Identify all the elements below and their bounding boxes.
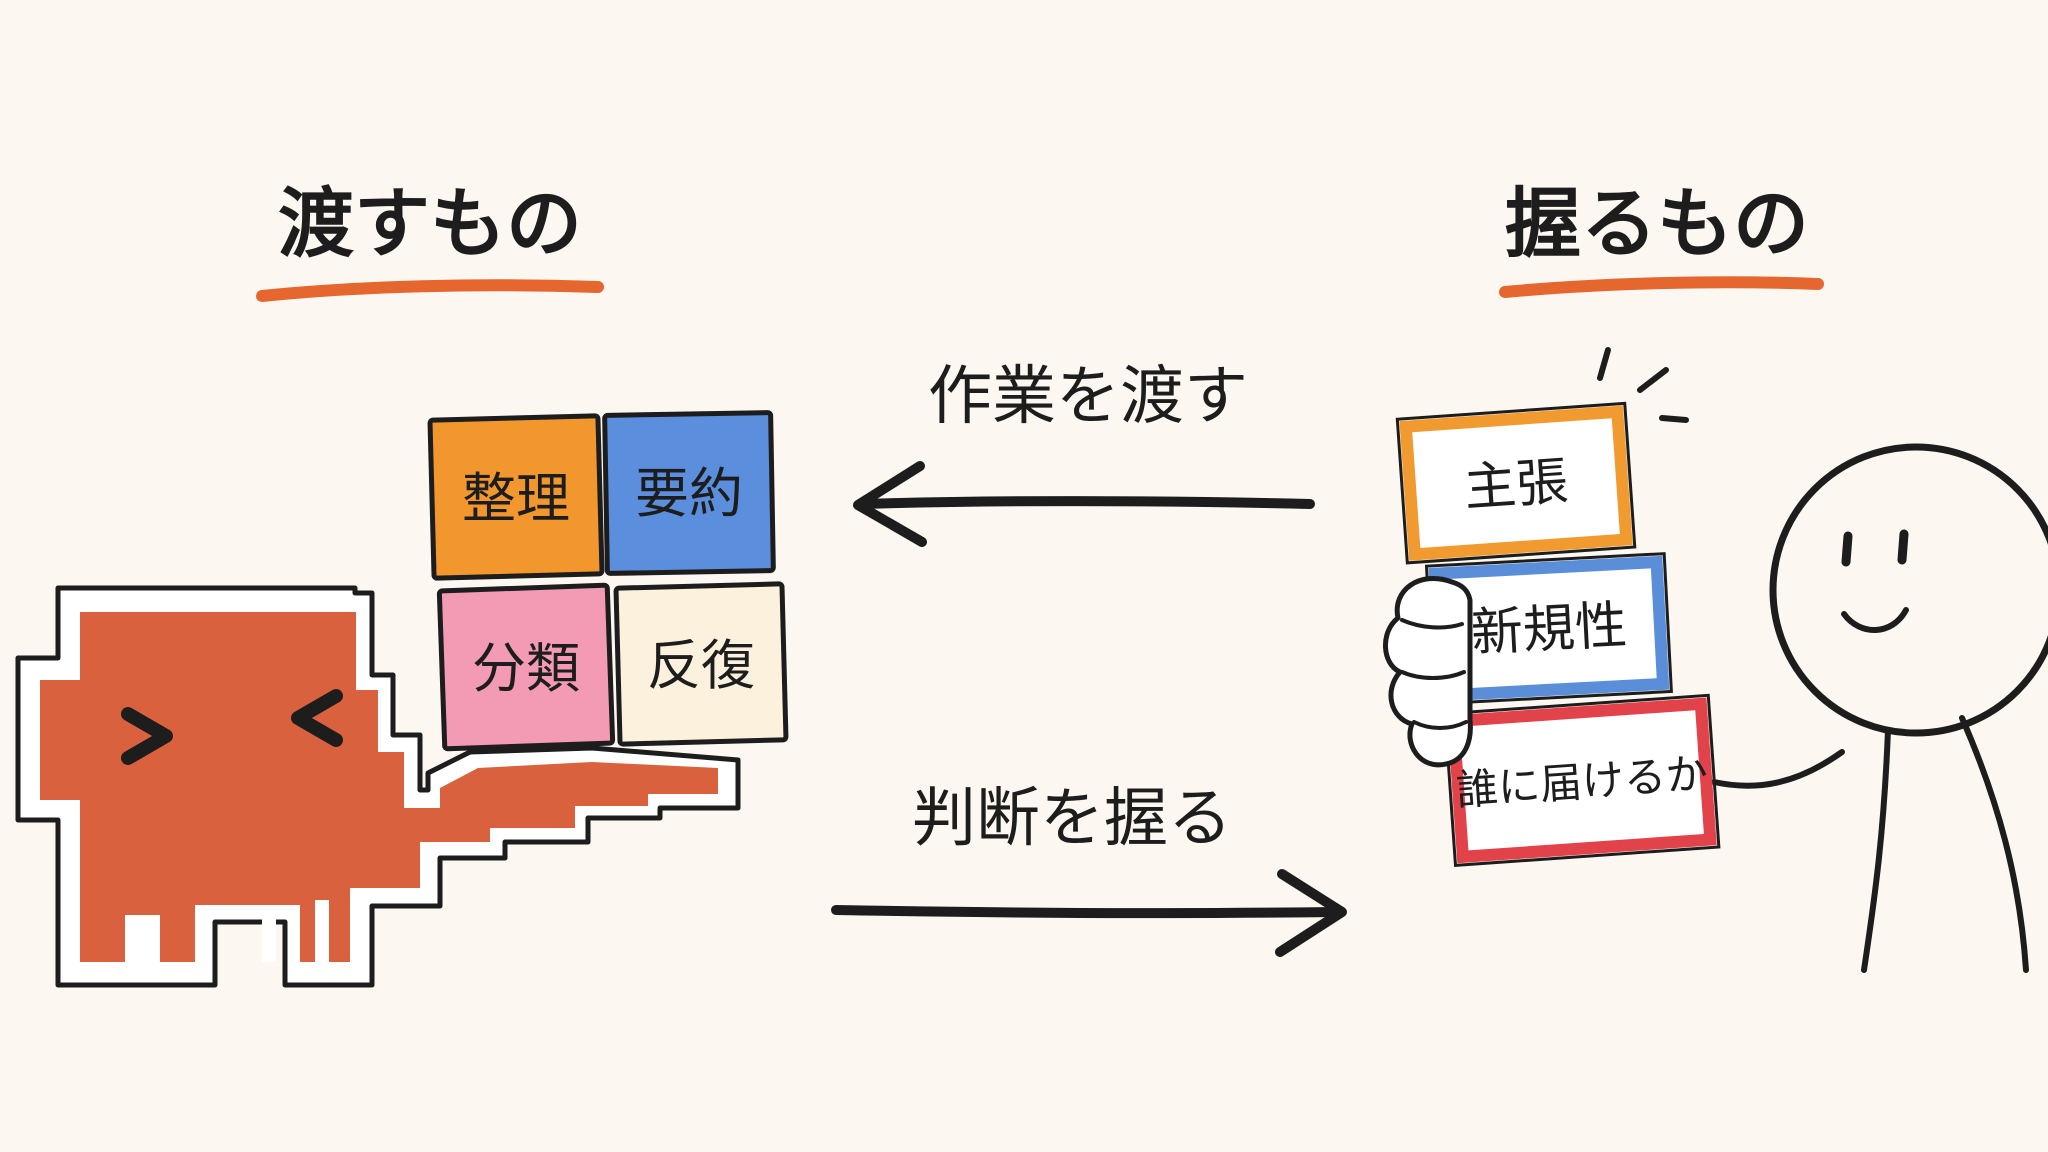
stick-figure-body-right (1959, 715, 2029, 973)
task-tiles: 整理 要約 分類 反復 (427, 410, 789, 752)
keep-card: 誰に届けるか (1443, 693, 1721, 867)
stick-figure-eye (1897, 529, 1909, 565)
pixel-robot-icon (15, 585, 741, 988)
emphasis-stroke (1637, 367, 1669, 393)
right-heading: 握るもの (1505, 179, 1809, 268)
task-tile-label: 分類 (472, 637, 580, 700)
task-tile-label: 要約 (635, 462, 743, 525)
keep-decision-arrow-shaft (831, 905, 1343, 919)
stick-figure-icon (1597, 347, 2048, 973)
stick-figure-arm (1711, 749, 1845, 789)
stick-figure-eye (1841, 531, 1853, 567)
keep-card: 主張 (1395, 401, 1637, 565)
fist-finger-line (1400, 618, 1464, 630)
task-tile-box (602, 410, 776, 576)
keep-card-outline (1443, 693, 1721, 867)
keep-card-box (1447, 697, 1717, 864)
task-tile-label: 反復 (647, 634, 755, 697)
stick-figure-body (1861, 727, 1891, 973)
robot-eye-left (121, 707, 173, 765)
hand-over-arrow-head (853, 461, 927, 547)
task-tile-label: 整理 (462, 467, 570, 530)
keep-decision-arrow-head (1275, 869, 1347, 957)
robot-leg-stripe (262, 912, 276, 962)
task-tile-box (436, 582, 616, 752)
fist-finger-line (1412, 720, 1468, 730)
keep-card-box (1399, 405, 1633, 561)
task-tile-box (613, 581, 789, 747)
keep-card-outline (1395, 401, 1637, 565)
hand-over-arrow-label: 作業を渡す (928, 360, 1248, 434)
emphasis-stroke (1597, 347, 1611, 381)
hand-over-arrow: 作業を渡す (853, 360, 1315, 547)
keep-card-label: 新規性 (1470, 596, 1629, 664)
robot-leg-stripe (125, 915, 139, 963)
keep-decision-arrow-label: 判断を握る (912, 782, 1232, 856)
fist-finger-line (1400, 670, 1466, 680)
task-tile: 整理 (427, 413, 605, 581)
task-tile: 反復 (613, 581, 789, 747)
robot-leg-stripe (315, 900, 329, 962)
left-heading: 渡すもの (278, 179, 582, 268)
left-heading-underline (256, 279, 604, 302)
robot-body (40, 612, 718, 962)
task-tile: 分類 (436, 582, 616, 752)
keep-card: 新規性 (1424, 552, 1673, 706)
hand-over-arrow-shaft (857, 496, 1315, 509)
keep-decision-arrow: 判断を握る (831, 782, 1347, 957)
robot-eye-right (291, 689, 343, 747)
stick-figure-head (1769, 443, 2048, 737)
fist-outline (1383, 575, 1473, 768)
fist-icon (1383, 575, 1473, 768)
emphasis-stroke (1659, 415, 1689, 423)
keep-card-label: 主張 (1462, 452, 1570, 519)
right-heading-underline (1499, 276, 1824, 298)
task-tile: 要約 (602, 410, 776, 576)
task-tile-box (427, 413, 605, 581)
stick-figure-smile (1841, 607, 1909, 633)
keep-cards: 主張 新規性 誰に届けるか (1395, 401, 1721, 867)
